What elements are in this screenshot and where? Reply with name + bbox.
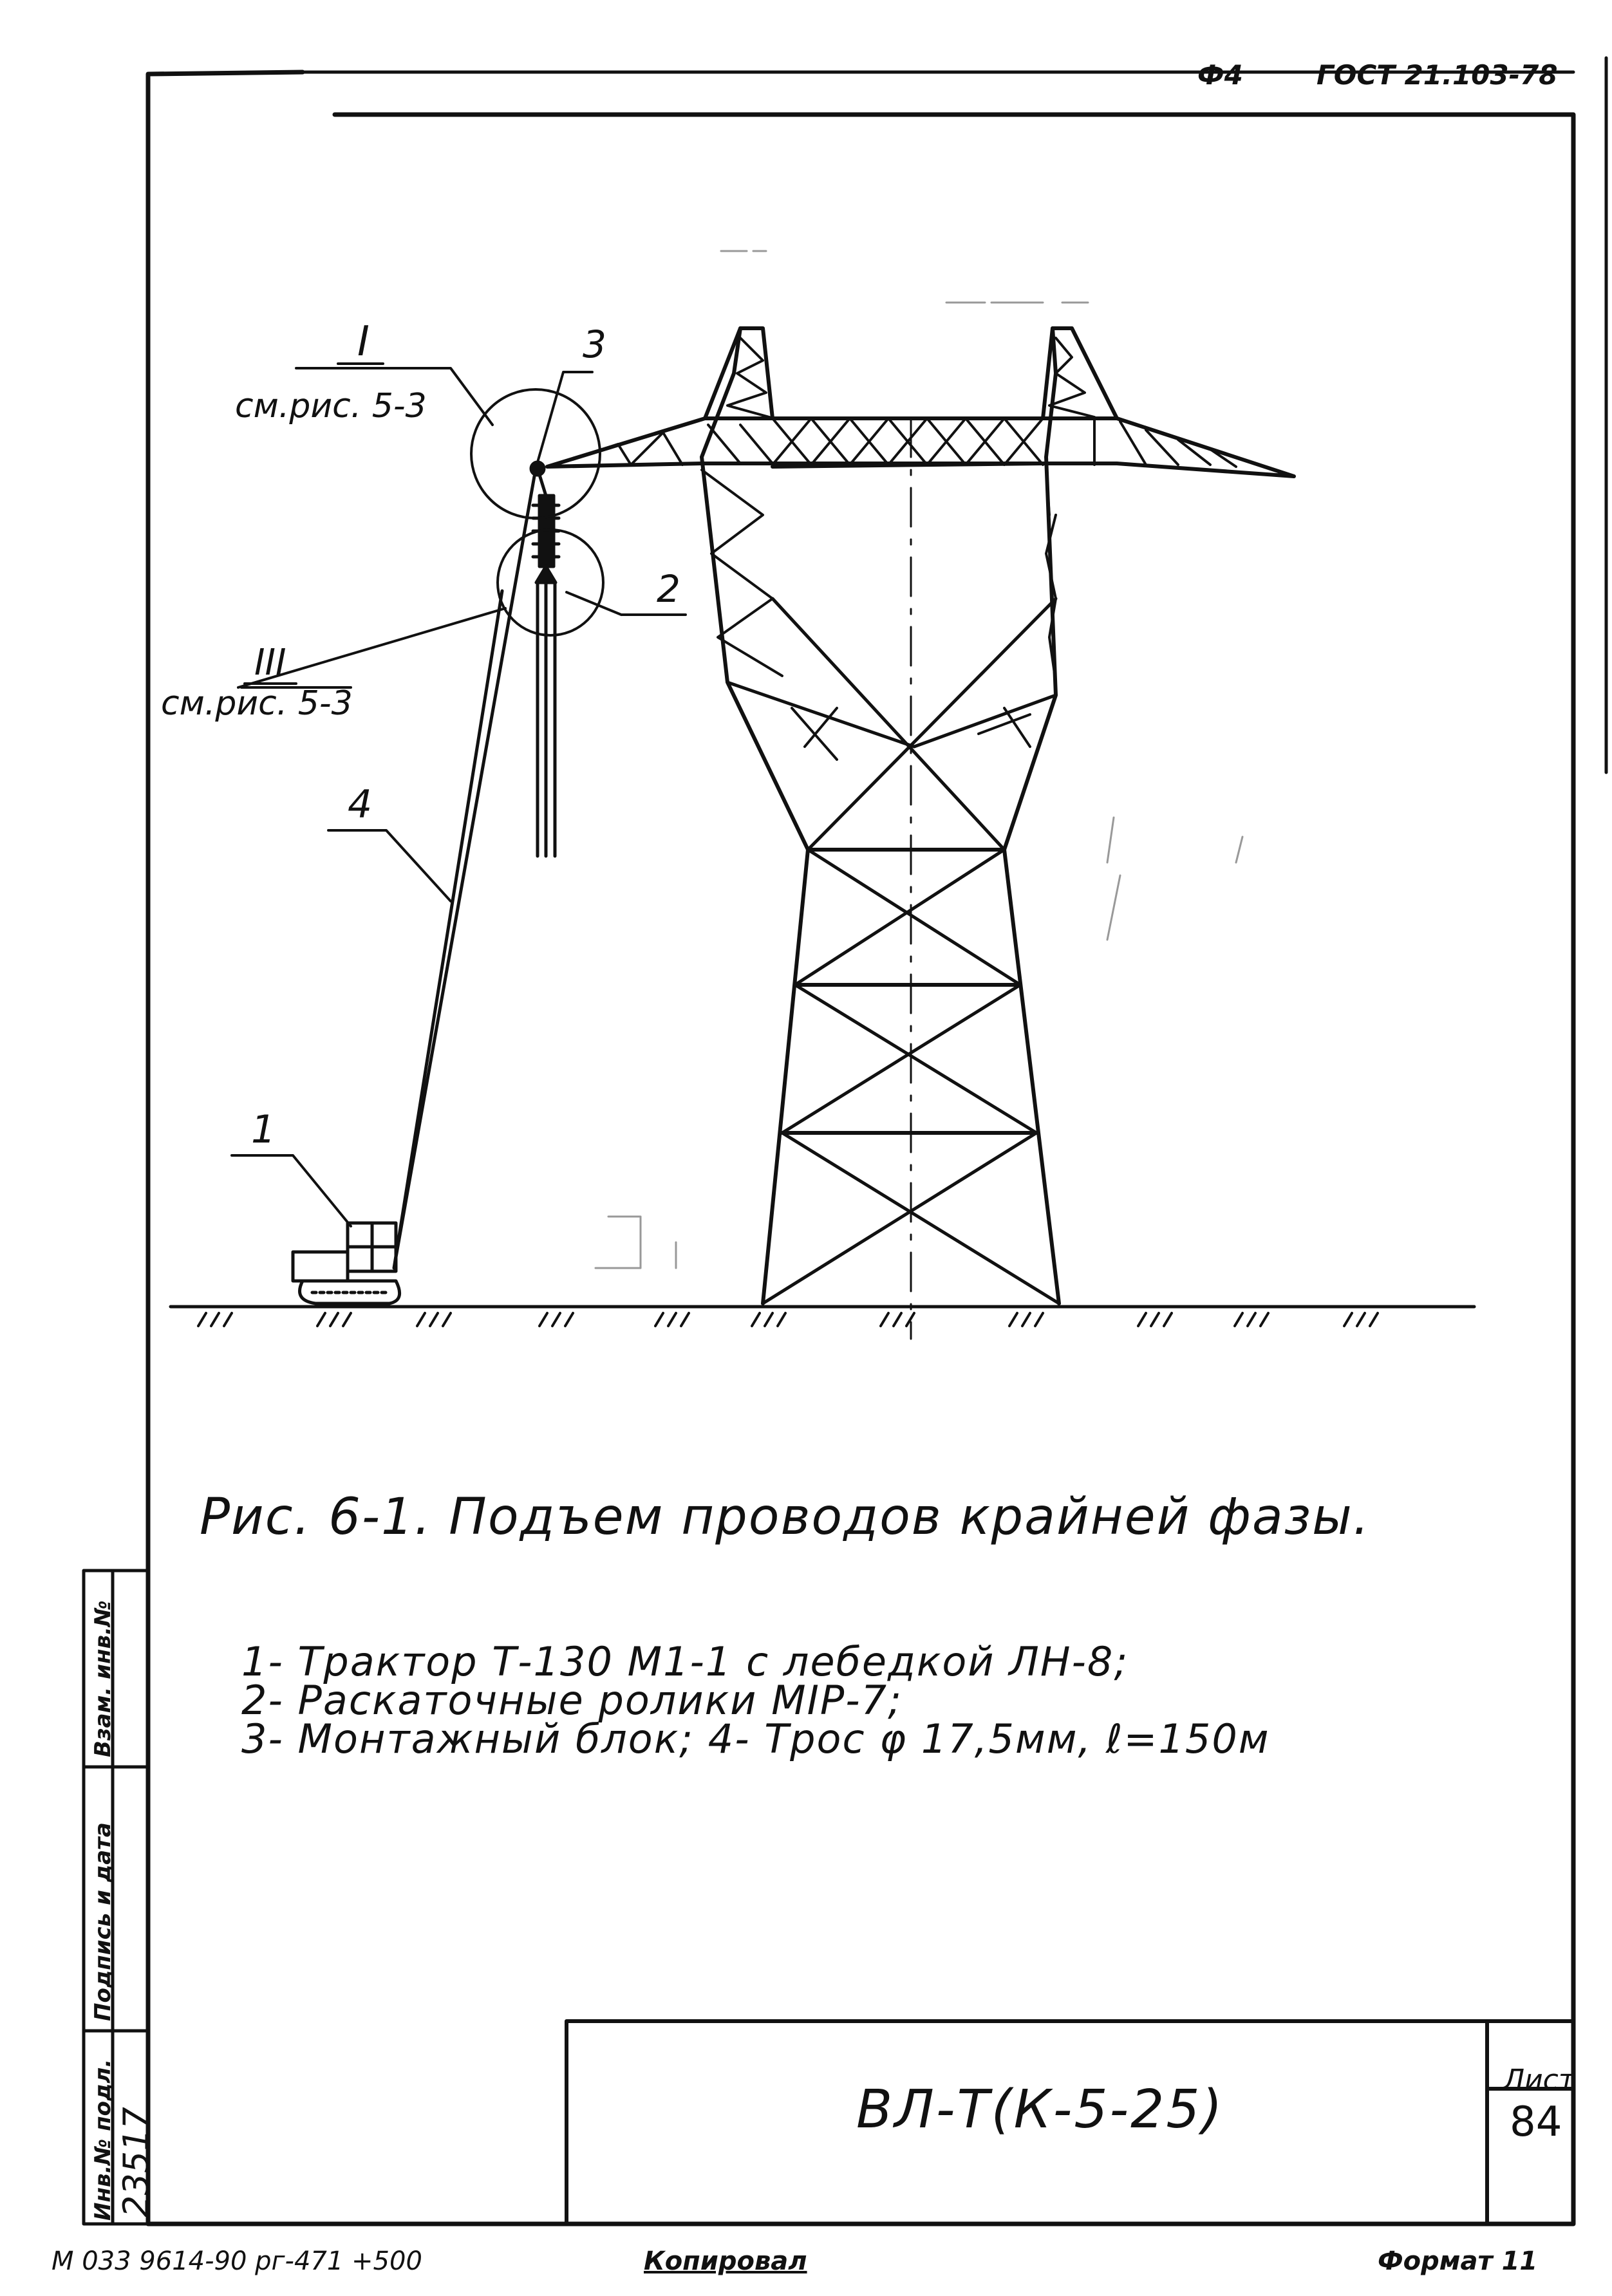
drawing-code: ВЛ-Т(К-5-25)	[856, 2079, 1224, 2140]
vzam-label: Взам. инв.№	[90, 1600, 116, 1757]
sheet-label: Лист	[1503, 2064, 1575, 2096]
signature-label: Подпись и дата	[90, 1822, 116, 2021]
pulling-rope	[392, 474, 536, 1270]
inv-podl-label: Инв.№ подл.	[90, 2058, 116, 2221]
ground-line	[169, 1305, 1476, 1327]
transmission-tower	[545, 326, 1296, 1340]
format-code: Ф4	[1197, 59, 1243, 91]
legend-line-3: 3- Монтажный блок; 4- Трос φ 17,5мм, ℓ=1…	[241, 1715, 1270, 1762]
item-1-label: 1	[251, 1107, 276, 1152]
inv-podl-value: 23517	[116, 2107, 156, 2217]
detail-circles	[470, 388, 604, 637]
insulator-assembly	[529, 460, 561, 858]
standard-reference: ГОСТ 21.103-78	[1317, 59, 1558, 91]
title-block-frame	[565, 2019, 1575, 2226]
leader-lines	[230, 367, 687, 1227]
legend-line-1: 1- Трактор Т-130 М1-1 с лебедкой ЛН-8;	[241, 1638, 1129, 1685]
detail-I-label: I	[357, 318, 370, 366]
item-2-label: 2	[657, 567, 680, 611]
detail-I-ref: см.рис. 5-3	[235, 387, 427, 425]
footer-note: М 033 9614-90 рг-471 +500	[52, 2246, 422, 2276]
figure-caption: Рис. 6-1. Подъем проводов крайней фазы.	[200, 1488, 1371, 1546]
item-3-label: 3	[583, 322, 606, 366]
detail-III-label: III	[254, 642, 286, 684]
legend-line-2: 2- Раскаточные ролики МIР-7;	[241, 1677, 903, 1724]
detail-III-ref: см.рис. 5-3	[161, 684, 353, 723]
footer-format: Формат 11	[1378, 2246, 1538, 2276]
callout-labels: I см.рис. 5-3 III см.рис. 5-3 3 2 4 1	[161, 318, 680, 1152]
item-4-label: 4	[348, 782, 372, 827]
sheet-frame	[145, 56, 1608, 2226]
construction-marks	[594, 250, 1244, 1269]
sheet-number: 84	[1510, 2098, 1562, 2146]
tractor-with-winch	[291, 1221, 402, 1305]
side-stamp-grid	[82, 1569, 150, 2226]
footer-copied: Копировал	[644, 2246, 807, 2276]
